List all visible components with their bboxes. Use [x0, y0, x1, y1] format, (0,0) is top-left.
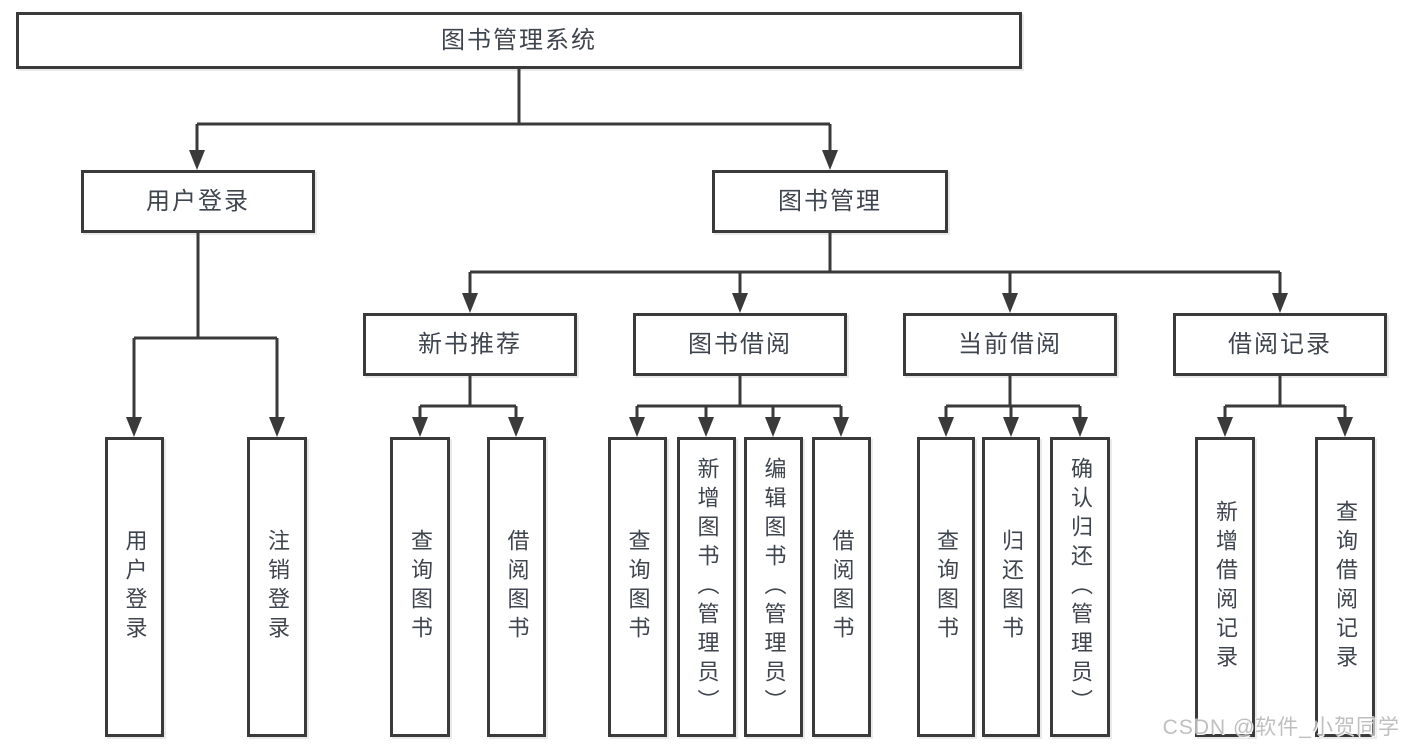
leaf-label: 注销登录	[265, 529, 290, 645]
node-label: 图书借阅	[688, 330, 792, 358]
leaf-label: 查询借阅记录	[1333, 500, 1358, 674]
leaf-borrow-books-recommend: 借阅图书	[487, 437, 546, 737]
leaf-confirm-return-admin: 确认归还（管理员）	[1050, 437, 1110, 737]
leaf-query-books-borrow: 查询图书	[608, 437, 667, 737]
node-user-login: 用户登录	[81, 170, 315, 233]
node-label: 当前借阅	[958, 330, 1062, 358]
node-library-system: 图书管理系统	[16, 12, 1022, 69]
csdn-watermark: CSDN @软件_小贺同学	[1162, 716, 1400, 739]
leaf-label: 归还图书	[999, 529, 1024, 645]
leaf-label: 查询图书	[625, 529, 651, 645]
leaf-query-borrow-record: 查询借阅记录	[1315, 437, 1375, 737]
leaf-label: 新增借阅记录	[1213, 500, 1238, 674]
leaf-add-borrow-record: 新增借阅记录	[1195, 437, 1255, 737]
leaf-user-login: 用户登录	[105, 437, 164, 737]
node-current-borrowing: 当前借阅	[903, 313, 1117, 376]
leaf-query-books-recommend: 查询图书	[390, 437, 450, 737]
node-new-book-recommend: 新书推荐	[363, 313, 577, 376]
node-label: 用户登录	[146, 187, 250, 215]
leaf-label: 查询图书	[934, 529, 959, 645]
leaf-edit-book-admin: 编辑图书（管理员）	[744, 437, 803, 737]
node-label: 新书推荐	[418, 330, 522, 358]
node-book-management: 图书管理	[712, 170, 948, 233]
node-label: 借阅记录	[1228, 330, 1332, 358]
leaf-add-book-admin: 新增图书（管理员）	[677, 437, 736, 737]
leaf-label: 用户登录	[122, 529, 148, 645]
leaf-query-books-current: 查询图书	[917, 437, 975, 737]
node-label: 图书管理	[778, 187, 882, 215]
leaf-label: 新增图书（管理员）	[694, 456, 720, 718]
leaf-label: 确认归还（管理员）	[1068, 456, 1093, 718]
leaf-label: 查询图书	[408, 529, 433, 645]
leaf-return-book: 归还图书	[982, 437, 1040, 737]
leaf-label: 借阅图书	[504, 529, 530, 645]
leaf-label: 借阅图书	[829, 529, 855, 645]
leaf-borrow-books: 借阅图书	[812, 437, 871, 737]
leaf-label: 编辑图书（管理员）	[761, 456, 787, 718]
node-borrowing-records: 借阅记录	[1173, 313, 1387, 376]
node-book-borrowing: 图书借阅	[633, 313, 847, 376]
leaf-logout: 注销登录	[247, 437, 307, 737]
node-label: 图书管理系统	[441, 26, 597, 54]
